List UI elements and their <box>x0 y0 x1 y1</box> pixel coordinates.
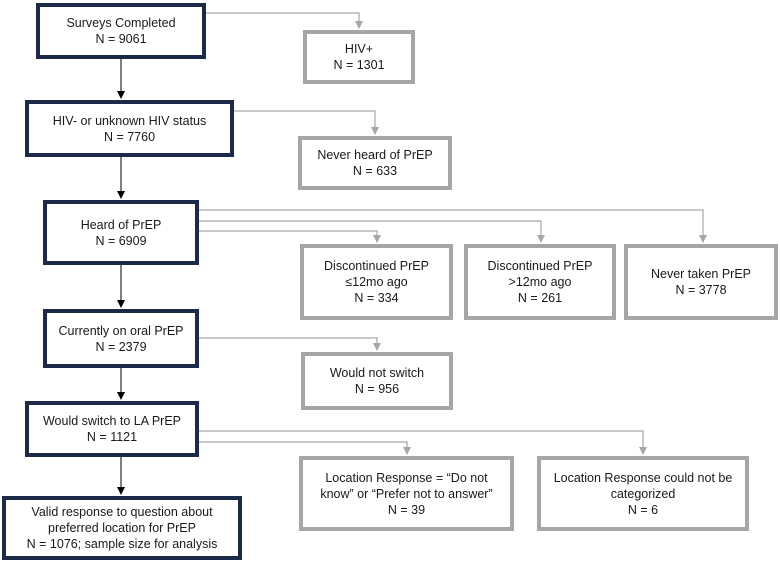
arrow-heard-to-disc-old <box>199 220 545 243</box>
node-would-not-switch: Would not switch N = 956 <box>301 352 453 410</box>
arrow-surveys-to-hiv-pos <box>206 12 363 29</box>
node-label: HIV+ <box>344 42 374 56</box>
node-count: N = 1301 <box>333 58 385 72</box>
node-count: N = 334 <box>354 291 399 305</box>
node-hiv-positive: HIV+ N = 1301 <box>303 30 415 84</box>
node-count: N = 261 <box>517 291 563 305</box>
node-label: Surveys Completed <box>66 16 176 30</box>
node-label: Location Response could not be <box>553 470 733 485</box>
node-discontinued-older: Discontinued PrEP >12mo ago N = 261 <box>464 244 616 320</box>
node-label: Discontinued PrEP <box>324 259 429 273</box>
node-location-dont-know: Location Response = “Do not know” or “Pr… <box>299 456 514 531</box>
arrow-hiv-neg-to-never-heard <box>234 110 379 135</box>
node-heard-of-prep: Heard of PrEP N = 6909 <box>43 200 199 265</box>
node-count: N = 6909 <box>95 233 147 248</box>
node-discontinued-recent: Discontinued PrEP ≤12mo ago N = 334 <box>300 244 453 320</box>
node-count: N = 6 <box>627 502 659 517</box>
node-label: Never heard of PrEP <box>317 148 433 162</box>
node-count: N = 39 <box>387 502 426 517</box>
node-label: Never taken PrEP <box>650 267 752 281</box>
arrow-on-oral-to-no-switch <box>199 337 381 351</box>
node-label: Would not switch <box>329 366 425 380</box>
node-detail: know” or “Prefer not to answer” <box>320 486 493 501</box>
node-never-taken-prep: Never taken PrEP N = 3778 <box>624 244 778 320</box>
arrow-heard-to-disc-recent <box>199 230 381 243</box>
node-label: Discontinued PrEP <box>487 259 593 273</box>
node-never-heard-of-prep: Never heard of PrEP N = 633 <box>298 136 452 190</box>
node-label: Valid response to question about <box>31 505 213 519</box>
node-count: N = 7760 <box>103 129 156 144</box>
node-count: N = 3778 <box>675 283 727 297</box>
node-valid-response-analysis-sample: Valid response to question about preferr… <box>2 496 242 560</box>
node-label: Would switch to LA PrEP <box>42 414 182 428</box>
node-hiv-negative-or-unknown: HIV- or unknown HIV status N = 7760 <box>25 100 234 157</box>
node-surveys-completed: Surveys Completed N = 9061 <box>36 3 206 59</box>
node-label: Heard of PrEP <box>80 217 162 232</box>
arrow-switch-to-uncategorized <box>199 430 647 455</box>
node-location-uncategorized: Location Response could not be categoriz… <box>537 456 749 531</box>
node-detail: preferred location for PrEP <box>48 521 196 535</box>
node-detail: categorized <box>610 486 676 501</box>
node-count: N = 1076; sample size for analysis <box>26 537 218 551</box>
arrow-switch-to-dont-know <box>199 441 411 455</box>
node-count: N = 1121 <box>86 430 138 444</box>
node-count: N = 2379 <box>95 339 147 354</box>
node-would-switch-to-la-prep: Would switch to LA PrEP N = 1121 <box>25 401 199 457</box>
node-label: Location Response = “Do not <box>325 470 488 485</box>
node-count: N = 633 <box>352 164 398 178</box>
node-count: N = 9061 <box>95 32 147 46</box>
node-detail: >12mo ago <box>508 275 572 289</box>
node-detail: ≤12mo ago <box>345 275 408 289</box>
node-currently-on-oral-prep: Currently on oral PrEP N = 2379 <box>43 309 199 368</box>
node-label: HIV- or unknown HIV status <box>52 113 207 128</box>
arrow-heard-to-never-taken <box>199 209 707 243</box>
node-label: Currently on oral PrEP <box>58 323 184 338</box>
node-count: N = 956 <box>354 382 400 396</box>
